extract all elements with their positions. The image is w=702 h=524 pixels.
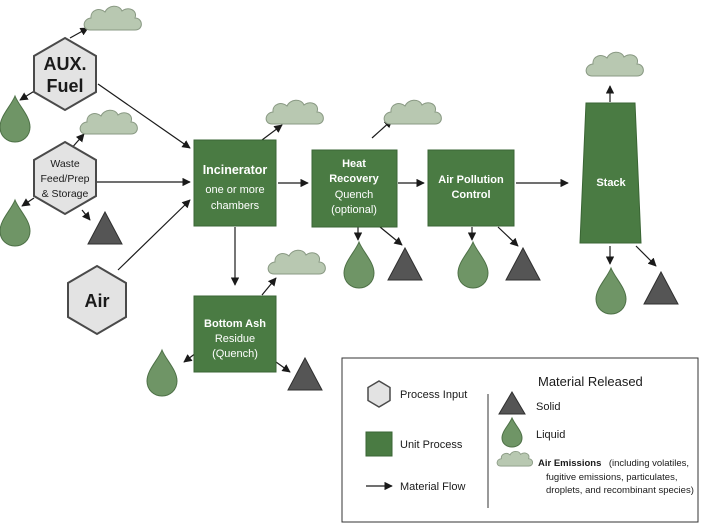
bottom-ash-line1: Residue [215,333,255,345]
bottom-ash-line2: (Quench) [212,348,258,360]
flow-air-to-incinerator [117,199,191,271]
heat-recovery-triangle-icon [387,247,423,281]
legend-cloud-icon [496,450,534,467]
aux-fuel-label-line2: Fuel [46,76,83,96]
stack-drop-icon [595,267,627,315]
heat-recovery-title1: Heat [342,158,366,170]
legend-liquid: Liquid [536,429,565,441]
ash-triangle-icon [287,357,323,391]
legend-air-emissions-line: Air Emissions (including volatiles, [538,453,689,470]
apc-triangle-icon [505,247,541,281]
incinerator-line1: one or more [205,184,264,196]
stack-triangle-icon [643,271,679,305]
heat-recovery-drop-icon [343,241,375,289]
legend-hexagon-icon [367,380,391,408]
legend-air-emissions-line2: fugitive emissions, particulates, [546,472,677,483]
heat-recovery-cloud-icon [383,99,442,125]
flow-ash-to-triangle [275,361,291,373]
apc-drop-icon [457,241,489,289]
heat-recovery-title2: Recovery [329,173,379,185]
legend-air-emissions-bold: Air Emissions [538,458,601,469]
unit-incinerator: Incinerator one or more chambers [193,139,277,227]
waste-triangle-icon [87,211,123,245]
incinerator-title: Incinerator [203,163,268,177]
process-input-waste-feed: Waste Feed/Prep & Storage [33,140,97,216]
unit-stack: Stack [579,102,642,244]
waste-label-line1: Waste [50,158,80,170]
ash-cloud-icon [267,249,326,275]
legend-process-input: Process Input [400,389,467,401]
stack-title: Stack [596,177,626,189]
waste-cloud-icon [79,109,138,135]
hexagon-icon [33,140,97,216]
heat-recovery-line1: Quench [335,189,374,201]
flow-heat-to-triangle [379,226,403,246]
waste-label-line2: Feed/Prep [40,173,89,185]
process-input-aux-fuel: AUX. Fuel [33,36,97,112]
flow-ash-to-cloud [261,277,277,296]
legend-material-released: Material Released [538,374,643,389]
legend-drop-icon [501,416,523,448]
bottom-ash-title: Bottom Ash [204,318,266,330]
flow-waste-to-triangle [81,209,91,221]
stack-cloud-icon [585,51,644,77]
unit-bottom-ash: Bottom Ash Residue (Quench) [193,295,277,373]
legend-unit-process: Unit Process [400,439,463,451]
hexagon-icon [33,36,97,112]
hexagon-icon [67,264,127,336]
apc-title1: Air Pollution [438,174,504,186]
waste-drop-icon [0,199,31,247]
flow-incinerator-to-cloud [261,124,283,141]
legend-solid: Solid [536,401,560,413]
incinerator-cloud-icon [265,99,324,125]
unit-heat-recovery: Heat Recovery Quench (optional) [311,149,398,228]
legend: Process Input Unit Process Material Flow… [341,357,699,523]
unit-air-pollution-control: Air Pollution Control [427,149,515,227]
flow-waste-to-drop [21,197,35,207]
heat-recovery-line2: (optional) [331,204,377,216]
legend-air-emissions-line3: droplets, and recombinant species) [546,485,694,496]
apc-title2: Control [451,189,490,201]
legend-unit-icon [365,431,393,457]
incinerator-line2: chambers [211,200,260,212]
flow-apc-to-triangle [497,226,519,247]
flow-stack-to-triangle [635,245,657,267]
waste-label-line3: & Storage [42,188,89,200]
legend-material-flow: Material Flow [400,481,465,493]
legend-triangle-icon [498,391,526,415]
aux-cloud-icon [83,5,142,31]
legend-air-emissions-line1: (including volatiles, [609,458,689,469]
process-input-air: Air [67,264,127,336]
air-label: Air [84,291,109,311]
flow-aux-to-incinerator [97,83,191,149]
flow-aux-to-cloud [69,27,89,39]
aux-fuel-label-line1: AUX. [43,54,86,74]
ash-drop-icon [146,349,178,397]
aux-drop-icon [0,95,31,143]
